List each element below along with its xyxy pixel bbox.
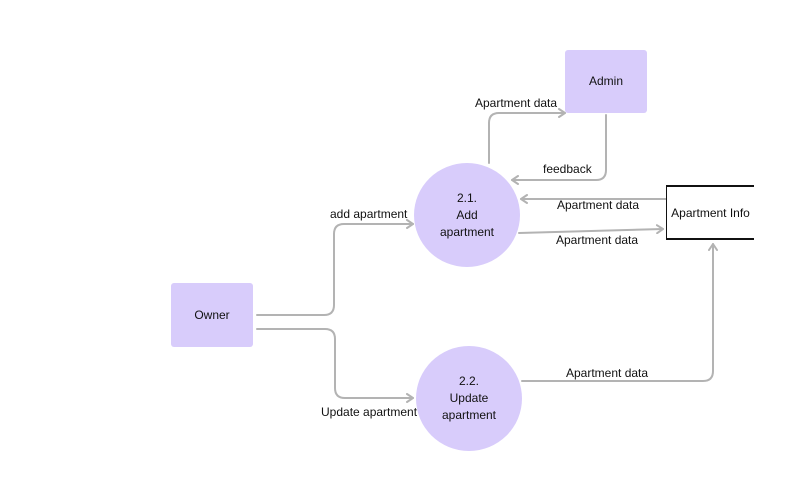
flow-add-to-admin — [488, 108, 566, 164]
flow-label-add-apartment: add apartment — [330, 207, 408, 221]
flow-update-to-store — [521, 243, 718, 382]
flow-label-update-to-store: Apartment data — [566, 366, 649, 380]
flow-label-to-store: Apartment data — [556, 233, 639, 247]
process-add-line2: apartment — [439, 224, 495, 239]
flow-owner-to-update — [256, 328, 414, 403]
flow-owner-to-add — [256, 219, 414, 316]
flow-label-to-admin: Apartment data — [475, 96, 558, 110]
entity-admin[interactable]: Admin — [565, 50, 647, 113]
data-store-apartment-info[interactable]: Apartment Info — [666, 185, 754, 240]
process-update-line1: Update — [449, 391, 489, 405]
process-update-apartment[interactable]: 2.2. Update apartment — [416, 346, 522, 451]
process-update-number: 2.2. — [458, 374, 479, 388]
data-store-label: Apartment Info — [671, 205, 750, 220]
flow-label-from-store: Apartment data — [557, 198, 640, 212]
process-add-line1: Add — [456, 207, 478, 222]
flow-admin-feedback — [511, 114, 607, 185]
process-update-line2: apartment — [441, 408, 497, 422]
process-add-number: 2.1. — [456, 190, 477, 205]
flow-label-update-apartment: Update apartment — [321, 405, 418, 419]
flow-add-to-store — [518, 224, 664, 235]
entity-admin-label: Admin — [588, 74, 623, 88]
process-add-apartment[interactable]: 2.1. Add apartment — [414, 163, 520, 267]
entity-owner-label: Owner — [194, 307, 230, 322]
flow-label-feedback: feedback — [543, 162, 592, 176]
entity-owner[interactable]: Owner — [171, 283, 253, 347]
